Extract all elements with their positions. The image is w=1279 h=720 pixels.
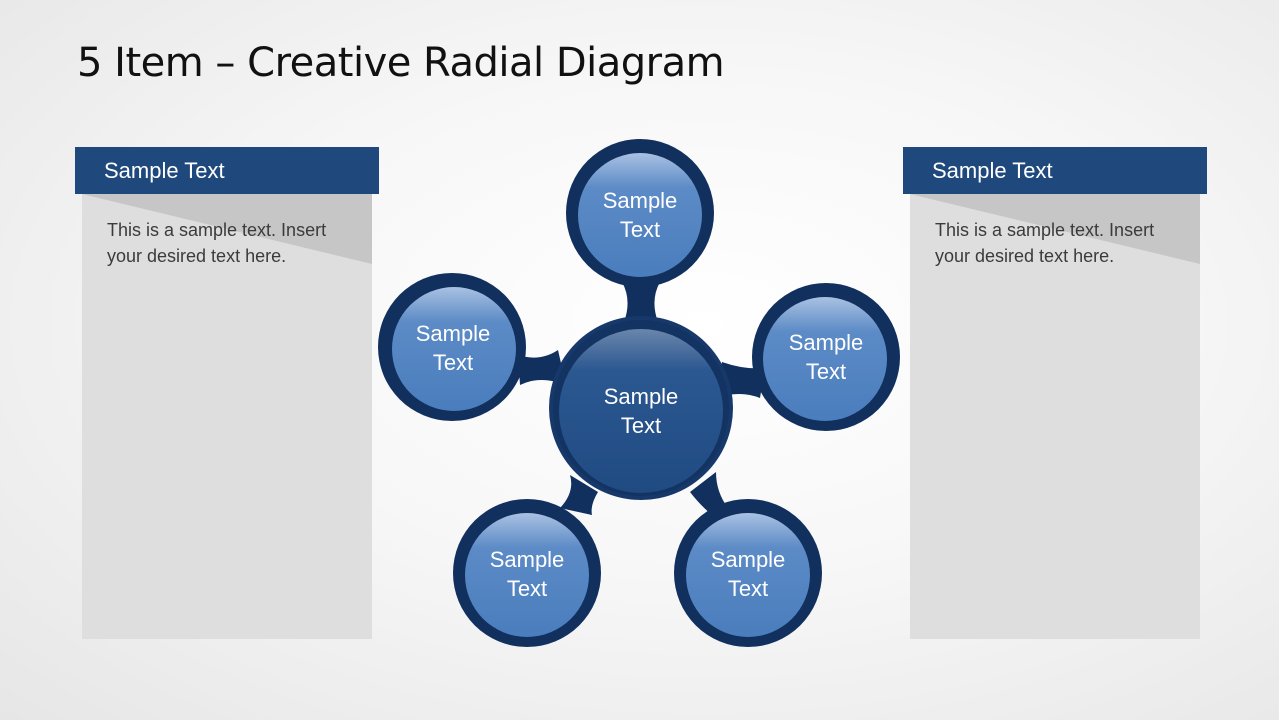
node-bottom-left: Sample Text (453, 499, 601, 647)
left-panel-body: This is a sample text. Insert your desir… (82, 194, 372, 639)
node-right-label-1: Sample (789, 330, 864, 355)
node-bottom-right-label-1: Sample (711, 547, 786, 572)
node-left-label-1: Sample (416, 321, 491, 346)
node-left: Sample Text (378, 273, 526, 421)
node-center-label-2: Text (621, 413, 661, 438)
slide-title: 5 Item – Creative Radial Diagram (77, 40, 725, 86)
left-panel-header: Sample Text (75, 147, 379, 194)
left-panel-text: This is a sample text. Insert your desir… (107, 220, 327, 266)
node-right-label-2: Text (806, 359, 846, 384)
node-bottom-right-label-2: Text (728, 576, 768, 601)
right-text-panel: Sample Text This is a sample text. Inser… (903, 147, 1207, 639)
node-top-label-2: Text (620, 217, 660, 242)
node-bottom-left-label-2: Text (507, 576, 547, 601)
node-top-label-1: Sample (603, 188, 678, 213)
left-text-panel: Sample Text This is a sample text. Inser… (75, 147, 379, 639)
node-right: Sample Text (752, 283, 900, 431)
node-center: Sample Text (549, 316, 733, 500)
node-top: Sample Text (566, 139, 714, 287)
node-bottom-right: Sample Text (674, 499, 822, 647)
node-bottom-left-label-1: Sample (490, 547, 565, 572)
connectors (518, 282, 765, 515)
node-left-label-2: Text (433, 350, 473, 375)
node-center-label-1: Sample (604, 384, 679, 409)
right-panel-text: This is a sample text. Insert your desir… (935, 220, 1155, 266)
right-panel-header: Sample Text (903, 147, 1207, 194)
right-panel-body: This is a sample text. Insert your desir… (910, 194, 1200, 639)
